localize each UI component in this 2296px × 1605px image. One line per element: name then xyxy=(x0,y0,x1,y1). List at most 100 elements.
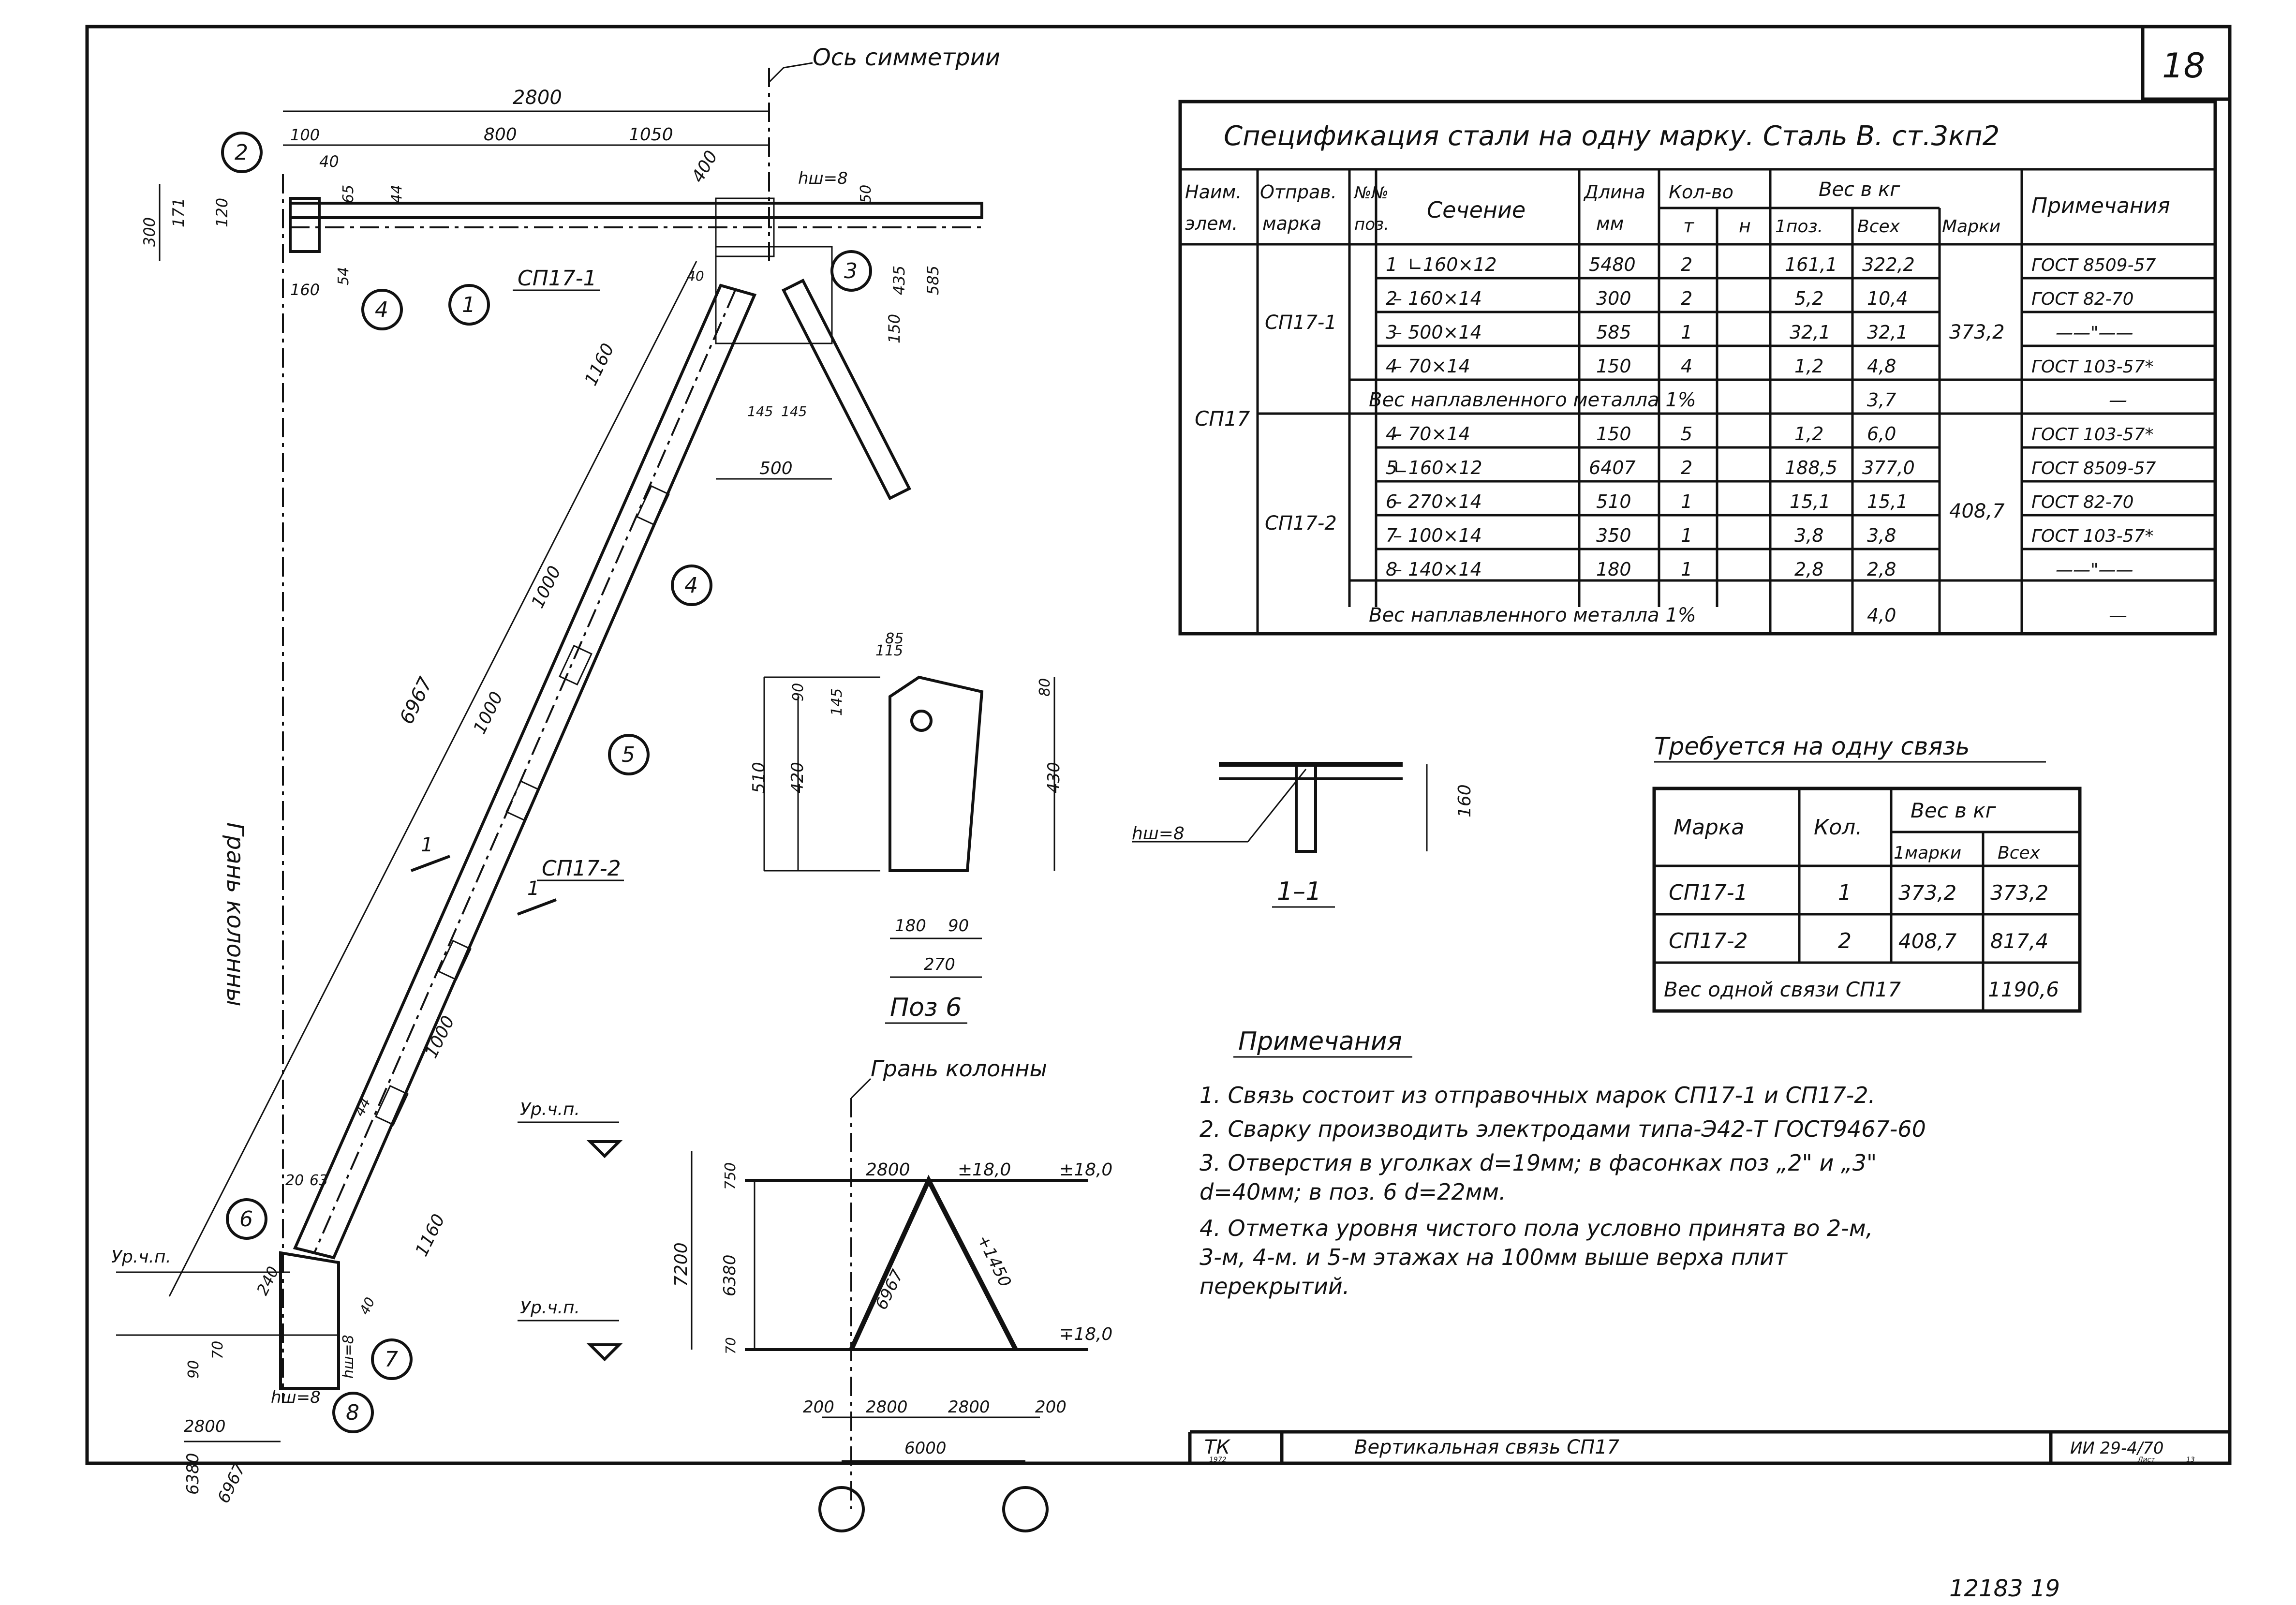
sheet-number-box xyxy=(2141,25,2232,101)
svg-text:5,2: 5,2 xyxy=(1794,288,1823,309)
req-title: Требуется на одну связь xyxy=(1654,732,1970,760)
notes: Примечания 1. Связь состоит из отправочн… xyxy=(1200,1027,1926,1299)
svg-text:3-м, 4-м. и 5-м этажах на 100м: 3-м, 4-м. и 5-м этажах на 100мм выше вер… xyxy=(1200,1244,1788,1270)
svg-text:1: 1 xyxy=(527,877,539,900)
svg-text:8: 8 xyxy=(346,1400,359,1425)
svg-text:ГОСТ 103-57*: ГОСТ 103-57* xyxy=(2031,357,2153,377)
svg-text:90: 90 xyxy=(790,683,807,701)
svg-text:н: н xyxy=(1739,215,1751,237)
svg-text:элем.: элем. xyxy=(1185,213,1238,234)
svg-text:поз.: поз. xyxy=(1354,215,1389,234)
svg-text:Марка: Марка xyxy=(1674,815,1744,840)
svg-text:585: 585 xyxy=(1596,322,1631,343)
svg-text:6000: 6000 xyxy=(904,1439,947,1458)
svg-text:150: 150 xyxy=(1596,356,1631,377)
sheet-frame xyxy=(85,25,2232,1465)
svg-text:Примечания: Примечания xyxy=(1238,1027,1402,1056)
svg-text:6380: 6380 xyxy=(720,1254,740,1296)
svg-text:СП17-1: СП17-1 xyxy=(518,266,597,291)
svg-text:Поз 6: Поз 6 xyxy=(890,993,962,1022)
svg-text:4: 4 xyxy=(1386,356,1397,377)
svg-text:5480: 5480 xyxy=(1589,254,1636,275)
svg-text:– 270×14: – 270×14 xyxy=(1393,491,1482,512)
svg-text:ГОСТ 82-70: ГОСТ 82-70 xyxy=(2031,289,2134,309)
svg-text:Вес наплавленного металла 1%: Вес наплавленного металла 1% xyxy=(1369,389,1696,411)
svg-text:СП17-2: СП17-2 xyxy=(1669,929,1748,953)
svg-text:1: 1 xyxy=(1681,559,1692,580)
svg-text:hш=8: hш=8 xyxy=(798,169,848,188)
svg-text:– 100×14: – 100×14 xyxy=(1393,525,1482,546)
svg-text:Вес в кг: Вес в кг xyxy=(1819,178,1900,201)
svg-text:1марки: 1марки xyxy=(1894,843,1961,863)
svg-text:322,2: 322,2 xyxy=(1862,254,1915,275)
svg-text:3: 3 xyxy=(844,259,858,283)
svg-text:15,1: 15,1 xyxy=(1790,491,1831,512)
svg-text:6380: 6380 xyxy=(183,1453,203,1495)
svg-text:3. Отверстия в уголках d=19мм: 3. Отверстия в уголках d=19мм; в фасонка… xyxy=(1200,1150,1877,1176)
svg-text:∟160×12: ∟160×12 xyxy=(1407,254,1497,275)
svg-text:585: 585 xyxy=(924,266,942,295)
svg-text:2: 2 xyxy=(1386,288,1397,309)
svg-text:5: 5 xyxy=(1386,457,1397,478)
svg-text:70: 70 xyxy=(209,1341,226,1359)
elev-label-2: Ур.ч.п. xyxy=(520,1100,580,1119)
svg-text:2800: 2800 xyxy=(866,1160,910,1180)
svg-text:ГОСТ 82-70: ГОСТ 82-70 xyxy=(2031,492,2134,512)
svg-text:2: 2 xyxy=(1681,457,1692,478)
svg-text:2: 2 xyxy=(235,140,248,165)
svg-text:1: 1 xyxy=(1681,525,1692,546)
svg-text:1190,6: 1190,6 xyxy=(1988,978,2059,1001)
sheet-number: 18 xyxy=(2162,46,2205,86)
svg-text:6: 6 xyxy=(239,1207,253,1232)
pos6-detail: 115 85 90 145 80 510 420 430 180 90 270 … xyxy=(749,630,1064,1024)
svg-text:hш=8: hш=8 xyxy=(340,1335,357,1379)
svg-text:63: 63 xyxy=(310,1172,328,1189)
svg-text:85: 85 xyxy=(885,630,904,647)
svg-text:4,8: 4,8 xyxy=(1867,356,1896,377)
svg-text:160: 160 xyxy=(290,281,320,299)
svg-text:20: 20 xyxy=(285,1172,304,1189)
svg-text:2. Сварку производить электро: 2. Сварку производить электродами типа-Э… xyxy=(1200,1116,1926,1142)
svg-text:65: 65 xyxy=(340,185,357,203)
svg-text:Отправ.: Отправ. xyxy=(1260,181,1337,203)
main-view: Ось симметрии Грань колонны 2800 100 40 … xyxy=(111,44,1000,1506)
svg-text:2800: 2800 xyxy=(866,1397,908,1417)
svg-text:Лист: Лист xyxy=(2137,1456,2155,1464)
svg-text:2,8: 2,8 xyxy=(1794,559,1823,580)
column-face-label: Грань колонны xyxy=(222,822,249,1007)
svg-text:435: 435 xyxy=(890,266,908,295)
svg-text:54: 54 xyxy=(335,267,352,285)
svg-text:300: 300 xyxy=(140,217,159,247)
svg-text:200: 200 xyxy=(1035,1397,1067,1417)
svg-text:СП17: СП17 xyxy=(1195,407,1250,431)
svg-text:– 70×14: – 70×14 xyxy=(1393,423,1470,445)
svg-text:430: 430 xyxy=(1044,762,1064,793)
callouts: 2 1 4 3 4 5 6 7 8 xyxy=(221,132,872,1433)
svg-text:марка: марка xyxy=(1262,213,1321,234)
svg-text:145: 145 xyxy=(781,403,807,419)
spec-title: Спецификация стали на одну марку. Сталь … xyxy=(1224,120,2000,152)
svg-text:—: — xyxy=(2109,605,2127,626)
svg-text:90: 90 xyxy=(185,1360,202,1379)
svg-text:7200: 7200 xyxy=(671,1242,691,1287)
svg-text:2800: 2800 xyxy=(948,1397,990,1417)
svg-text:161,1: 161,1 xyxy=(1785,254,1837,275)
svg-text:5: 5 xyxy=(1681,423,1692,445)
svg-text:Всех: Всех xyxy=(1998,843,2041,863)
svg-text:СП17-2: СП17-2 xyxy=(542,856,621,881)
svg-text:1поз.: 1поз. xyxy=(1775,217,1823,237)
elev-label-1: Ур.ч.п. xyxy=(111,1247,171,1267)
svg-text:1050: 1050 xyxy=(629,125,673,145)
svg-text:– 500×14: – 500×14 xyxy=(1393,322,1482,343)
svg-text:1: 1 xyxy=(462,293,475,317)
svg-text:1. Связь состоит из отправочн: 1. Связь состоит из отправочных марок СП… xyxy=(1200,1082,1875,1108)
svg-text:hш=8: hш=8 xyxy=(271,1388,321,1407)
svg-text:перекрытий.: перекрытий. xyxy=(1200,1273,1349,1299)
svg-text:180: 180 xyxy=(895,916,926,936)
bottom-stamp: 12183 19 xyxy=(1949,1575,2060,1602)
svg-text:∟160×12: ∟160×12 xyxy=(1393,457,1482,478)
svg-text:420: 420 xyxy=(788,762,807,793)
svg-text:Кол-во: Кол-во xyxy=(1669,181,1733,203)
spec-table: Спецификация стали на одну марку. Сталь … xyxy=(1178,100,2217,636)
svg-text:1–1: 1–1 xyxy=(1277,877,1321,906)
